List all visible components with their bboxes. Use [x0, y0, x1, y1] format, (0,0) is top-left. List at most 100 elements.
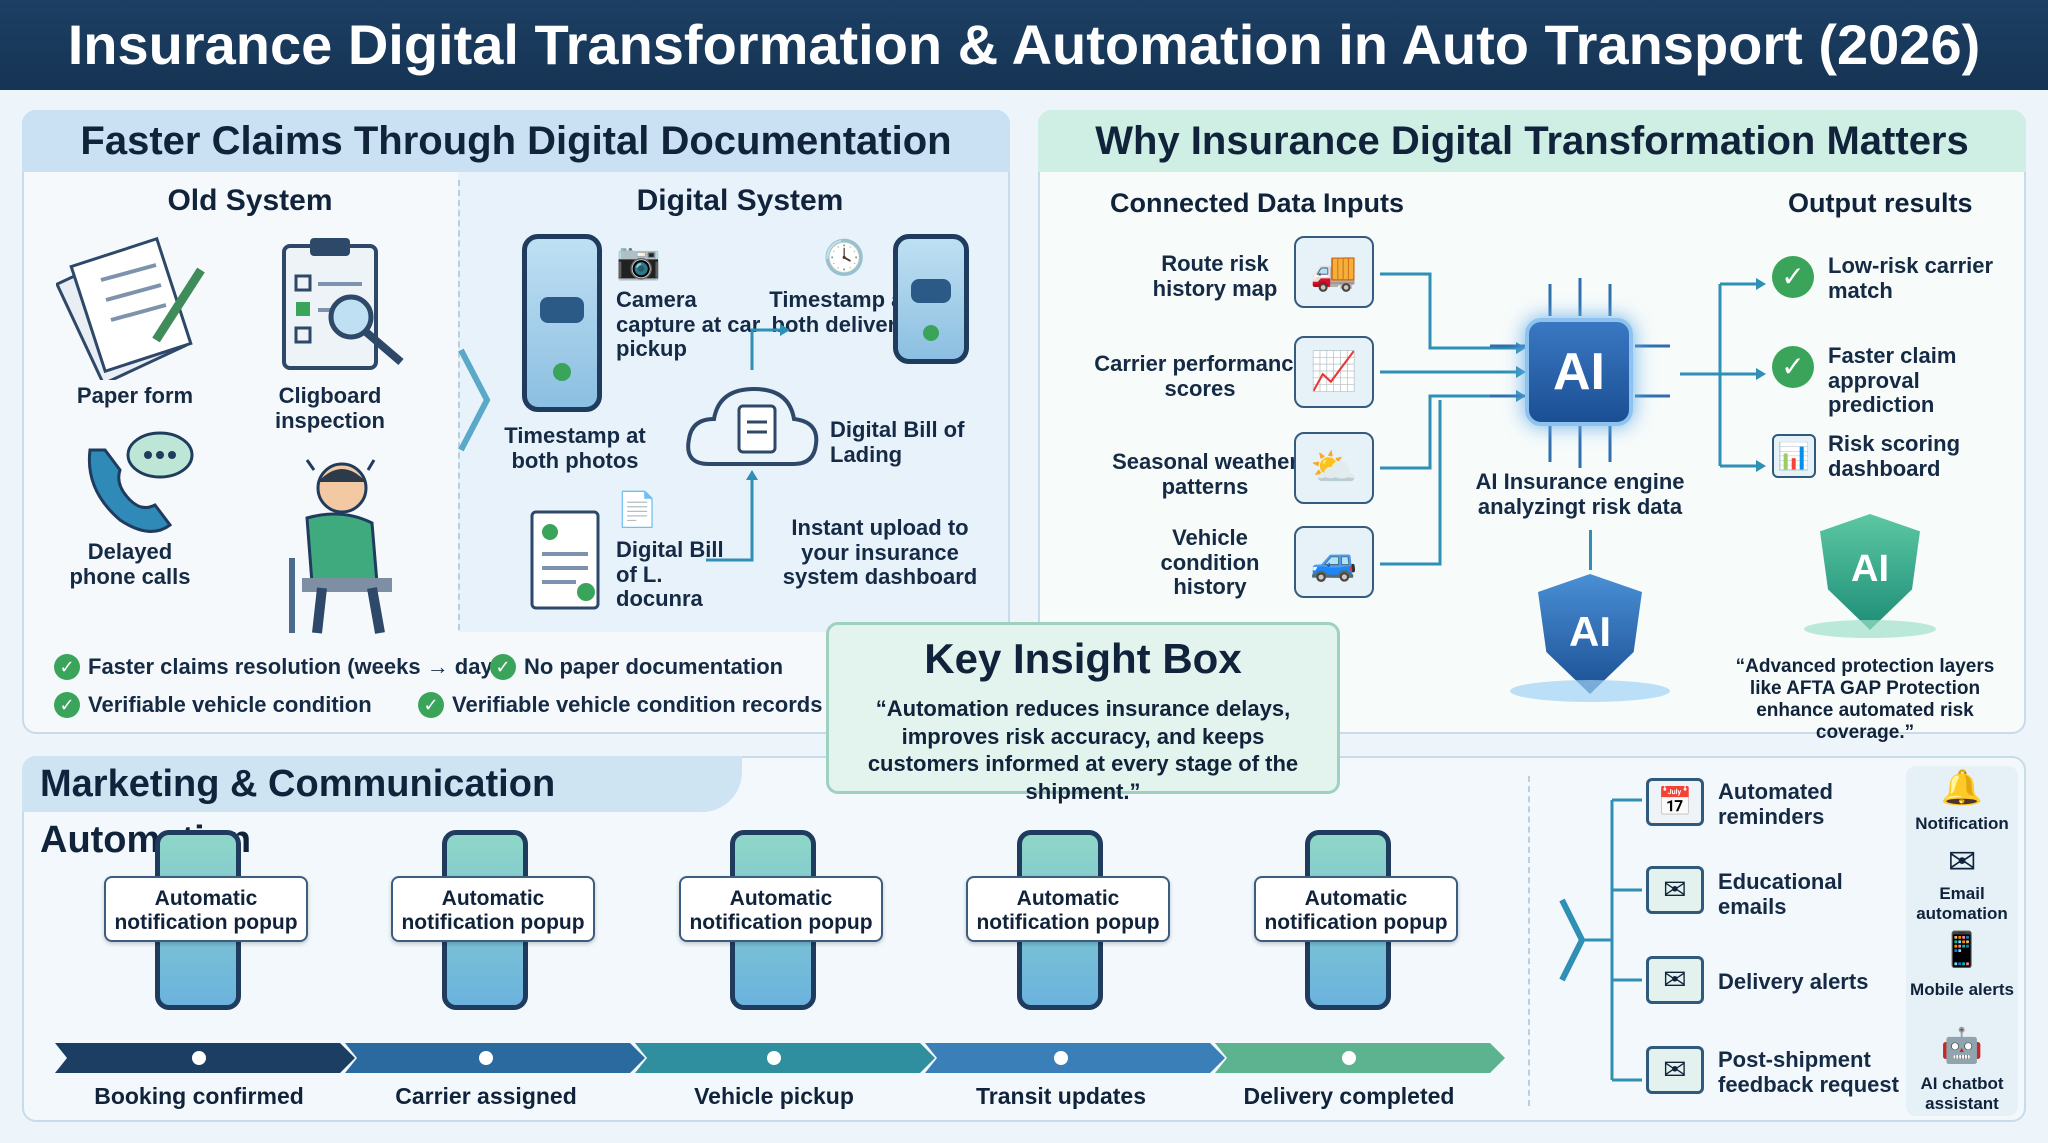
robot-icon: 🤖: [1940, 1027, 1984, 1065]
phone-camera-icon: [522, 234, 602, 412]
stage-delivery: Delivery completed: [1243, 1083, 1455, 1109]
small-document-icon: 📄: [616, 491, 659, 529]
email-icon: ✉: [1646, 1046, 1704, 1094]
phone-delivery-icon: [893, 234, 969, 364]
check-icon: ✓: [490, 654, 516, 680]
phone-call-icon: [87, 431, 194, 533]
benefit-verifiable: ✓Verifiable vehicle condition: [54, 692, 372, 718]
engine-down-arrow: [1589, 530, 1592, 570]
timeline-segment: [635, 1043, 935, 1073]
notification-popup: Automatic notification popup: [391, 876, 595, 942]
digital-bill-doc-label: Digital Bill of L. docunra: [616, 537, 724, 612]
channel-educational: Educational emails: [1718, 869, 1843, 919]
route-map-icon: 🚚: [1294, 236, 1374, 308]
input-route: Route risk history map: [1152, 251, 1278, 301]
check-icon: ✓: [418, 692, 444, 718]
claims-heading: Faster Claims Through Digital Documentat…: [22, 110, 1010, 172]
check-icon: ✓: [54, 654, 80, 680]
divider: [458, 180, 460, 630]
input-vehicle: Vehicle condition history: [1160, 525, 1260, 600]
notification-popup: Automatic notification popup: [104, 876, 308, 942]
insight-quote: “Automation reduces insurance delays, im…: [867, 696, 1299, 804]
timestamp-photos-label: Timestamp at both photos: [504, 423, 646, 473]
page-title: Insurance Digital Transformation & Autom…: [0, 0, 2048, 90]
timeline-dot: [479, 1051, 493, 1065]
bar-chart-icon: 📈: [1294, 336, 1374, 408]
check-icon: ✓: [54, 692, 80, 718]
cloud-document-icon: [686, 386, 819, 466]
stage-pickup: Vehicle pickup: [694, 1083, 854, 1109]
old-item-paper: Paper form: [76, 383, 194, 408]
timestamp-delivery-label: Timestamp at both delivery: [769, 287, 911, 337]
channel-bracket: [1559, 798, 1642, 1082]
old-item-clipboard: Cligboard inspection: [274, 383, 385, 433]
email-icon: ✉: [1646, 956, 1704, 1004]
chevron-right-icon: [458, 348, 491, 452]
weather-icon: ⛅: [1294, 432, 1374, 504]
why-heading: Why Insurance Digital Transformation Mat…: [1038, 110, 2026, 172]
notification-popup: Automatic notification popup: [1254, 876, 1458, 942]
paper-form-icon: [56, 236, 205, 380]
stage-transit: Transit updates: [976, 1083, 1146, 1109]
marketing-heading: Marketing & Communication Automation: [22, 756, 742, 861]
timeline-dot: [1342, 1051, 1356, 1065]
dashboard-icon: 📊: [1772, 434, 1816, 478]
channel-sidebar: [1906, 766, 2018, 1116]
timeline-segment: [925, 1043, 1225, 1073]
inputs-heading: Connected Data Inputs: [1110, 188, 1405, 218]
shield-glow: [1510, 680, 1670, 702]
mobile-icon: 📱: [1940, 931, 1984, 969]
divider: [1528, 776, 1530, 1106]
ai-engine-chip: AI: [1525, 318, 1633, 426]
calendar-icon: 📅: [1646, 778, 1704, 826]
timeline-segment: [345, 1043, 645, 1073]
clipboard-inspection-icon: [282, 238, 404, 370]
old-item-calls: Delayed phone calls: [69, 539, 191, 589]
input-weather: Seasonal weather patterns: [1112, 449, 1298, 499]
instant-upload-label: Instant upload to your insurance system …: [782, 515, 978, 590]
document-check-icon: [530, 510, 600, 610]
side-chatbot: AI chatbot assistant: [1920, 1074, 2004, 1113]
old-system-heading: Old System: [167, 184, 333, 217]
engine-label: AI Insurance engine analyzingt risk data: [1475, 469, 1685, 519]
insight-heading: Key Insight Box: [924, 635, 1242, 682]
car-icon: 🚙: [1294, 526, 1374, 598]
output-low-risk: Low-risk carrier match: [1828, 253, 1994, 303]
side-email: Email automation: [1916, 884, 2008, 923]
channel-delivery-alerts: Delivery alerts: [1718, 969, 1869, 994]
side-mobile: Mobile alerts: [1910, 980, 2014, 999]
timeline-dot: [192, 1051, 206, 1065]
check-icon: ✓: [1772, 346, 1814, 388]
protection-glow: [1804, 620, 1936, 638]
notification-popup: Automatic notification popup: [966, 876, 1170, 942]
side-notification: Notification: [1915, 814, 2009, 833]
protection-quote: “Advanced protection layers like AFTA GA…: [1735, 656, 1995, 743]
timeline-dot: [1054, 1051, 1068, 1065]
channel-feedback: Post-shipment feedback request: [1718, 1047, 1899, 1097]
output-faster: Faster claim approval prediction: [1828, 343, 1957, 418]
clock-icon: 🕓: [823, 239, 866, 277]
email-icon: ✉: [1947, 843, 1977, 881]
timeline: [55, 1043, 1505, 1073]
digital-system-heading: Digital System: [636, 184, 844, 217]
stage-booking: Booking confirmed: [94, 1083, 304, 1109]
benefit-faster: ✓Faster claims resolution (weeks → days): [54, 654, 512, 680]
outputs-heading: Output results: [1788, 188, 1973, 218]
timeline-segment: [1215, 1043, 1505, 1073]
timeline-dot: [767, 1051, 781, 1065]
stage-carrier: Carrier assigned: [395, 1083, 577, 1109]
benefit-paperless: ✓No paper documentation: [490, 654, 783, 680]
circuit-lines: [1490, 278, 1670, 468]
benefit-records: ✓Verifiable vehicle condition records: [418, 692, 822, 718]
camera-capture-label: Camera capture at car pickup: [616, 287, 761, 362]
digital-bill-label: Digital Bill of Lading: [830, 417, 965, 467]
input-carrier: Carrier performance scores: [1094, 351, 1306, 401]
output-dashboard: Risk scoring dashboard: [1828, 431, 1961, 481]
channel-reminders: Automated reminders: [1718, 779, 1833, 829]
flow-arrows: [706, 324, 790, 562]
camera-icon: 📷: [616, 240, 661, 281]
notification-popup: Automatic notification popup: [679, 876, 883, 942]
email-icon: ✉: [1646, 866, 1704, 914]
key-insight-box: Key Insight Box “Automation reduces insu…: [826, 622, 1340, 804]
bell-icon: 🔔: [1940, 769, 1984, 807]
